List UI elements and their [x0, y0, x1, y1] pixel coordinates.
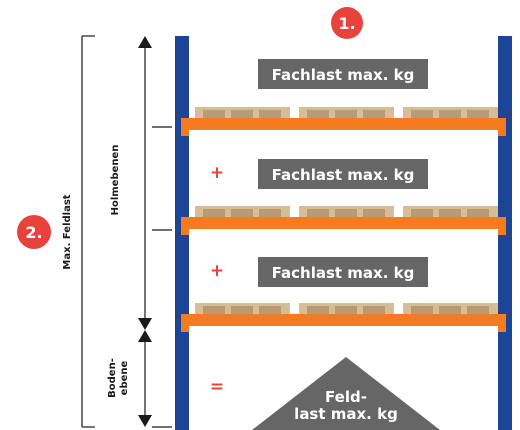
fachlast-label-2: Fachlast max. kg	[258, 159, 428, 189]
badge-1: 1.	[331, 7, 363, 39]
fachlast-text-2: Fachlast max. kg	[272, 166, 415, 184]
bodenebene-label-line1: Boden-	[107, 358, 118, 398]
max-feldlast-bracket	[81, 35, 95, 428]
fachlast-text-1: Fachlast max. kg	[272, 66, 415, 84]
beam-level-2	[181, 217, 506, 235]
level-2-pallets	[195, 206, 498, 217]
level-3-pallets	[195, 303, 498, 314]
holmebenen-label: Holmebenen	[110, 145, 121, 216]
bodenebene-label-line2: ebene	[119, 360, 130, 395]
beam-level-3	[181, 314, 506, 332]
equals-sign: =	[210, 377, 224, 397]
badge-2-number: 2.	[25, 223, 42, 242]
holmebenen-dimension	[138, 36, 152, 330]
fachlast-text-3: Fachlast max. kg	[272, 264, 415, 282]
plus-sign-2: +	[210, 261, 224, 281]
beam-level-1	[181, 118, 506, 136]
badge-2: 2.	[17, 215, 51, 249]
badge-1-number: 1.	[338, 14, 355, 33]
feldlast-text-line1: Feld-	[325, 388, 367, 406]
bodenebene-dimension	[138, 330, 152, 427]
feldlast-triangle: Feld- last max. kg	[252, 357, 440, 430]
level-1-pallets	[195, 107, 498, 118]
max-feldlast-label: Max. Feldlast	[62, 194, 73, 269]
fachlast-label-1: Fachlast max. kg	[258, 59, 428, 89]
plus-sign-1: +	[210, 163, 224, 183]
fachlast-label-3: Fachlast max. kg	[258, 257, 428, 287]
feldlast-text-line2: last max. kg	[294, 405, 398, 423]
level-ticks	[152, 126, 172, 428]
